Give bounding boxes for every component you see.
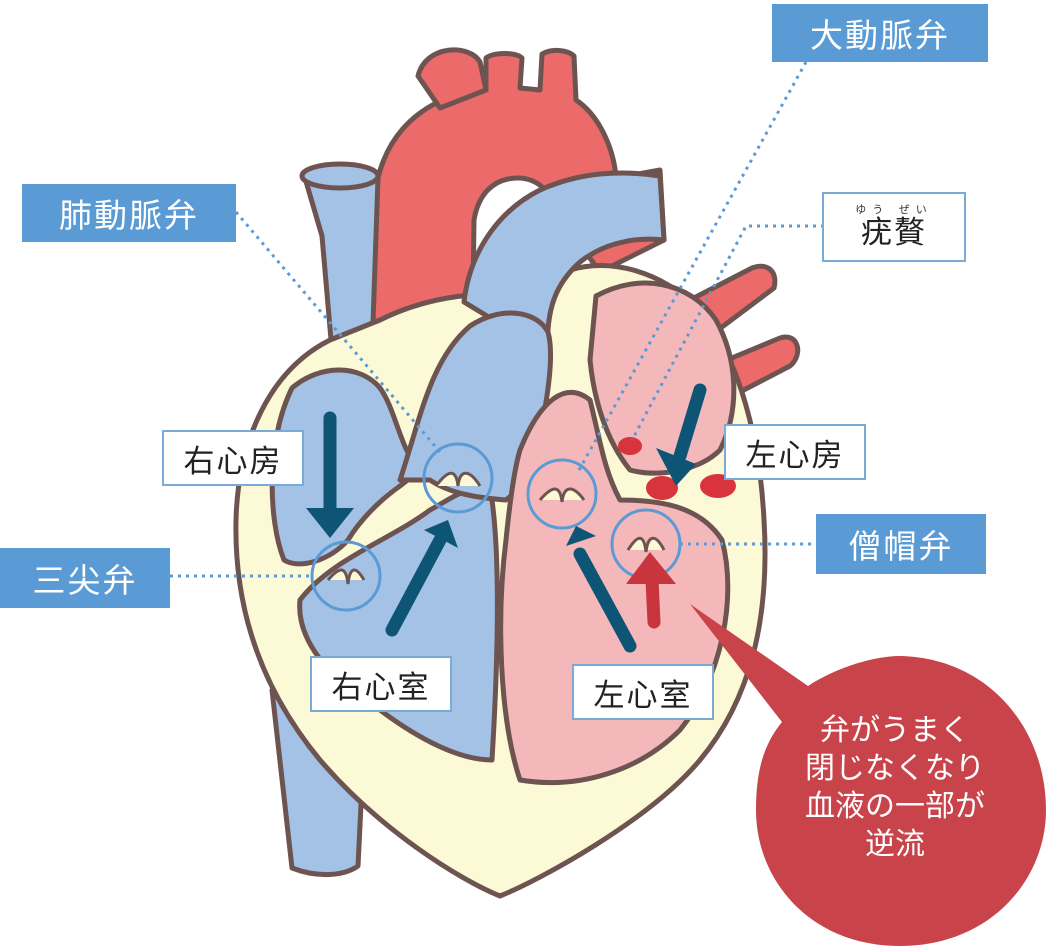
tricuspid-valve-ring [310, 540, 382, 612]
label-right-ventricle: 右心室 [310, 656, 452, 712]
label-wart-ruby: ゆう ぜい [855, 203, 933, 216]
arrow-la-to-lv [673, 383, 707, 463]
label-left-ventricle: 左心室 [572, 664, 714, 720]
callout-line: 閉じなくなり [805, 751, 985, 786]
left-atrium-chamber [587, 280, 737, 476]
label-pulmonary-valve: 肺動脈弁 [22, 184, 236, 242]
callout-line: 逆流 [865, 827, 925, 862]
pulmonary-vein-lower [719, 334, 801, 397]
vegetations [618, 437, 736, 500]
leader-aortic-valve [576, 61, 808, 473]
label-right-atrium: 右心房 [162, 430, 304, 486]
arrow-lv-to-aorta [573, 547, 637, 653]
pulmonary-artery [461, 170, 667, 333]
aortic-valve-ring [526, 458, 598, 530]
callout-text: 弁がうまく 閉じなくなり 血液の一部が 逆流 [770, 712, 1020, 864]
right-atrium-chamber [269, 367, 423, 567]
label-left-atrium: 左心房 [724, 424, 866, 480]
label-wart: ゆう ぜい 疣贅 [822, 192, 966, 262]
arrow-mitral-regurgitation [645, 573, 661, 629]
label-wart-text: 疣贅 [861, 215, 927, 251]
arrow-rv-to-pa [385, 533, 447, 637]
leader-wart [630, 224, 824, 441]
callout-bubble [690, 604, 1046, 946]
callout-line: 血液の一部が [805, 789, 985, 824]
label-aortic-valve: 大動脈弁 [772, 4, 988, 62]
label-tricuspid-valve: 三尖弁 [0, 548, 170, 608]
pulmonary-valve-ring [422, 442, 494, 514]
label-mitral-valve: 僧帽弁 [816, 514, 986, 574]
callout-line: 弁がうまく [820, 713, 970, 748]
